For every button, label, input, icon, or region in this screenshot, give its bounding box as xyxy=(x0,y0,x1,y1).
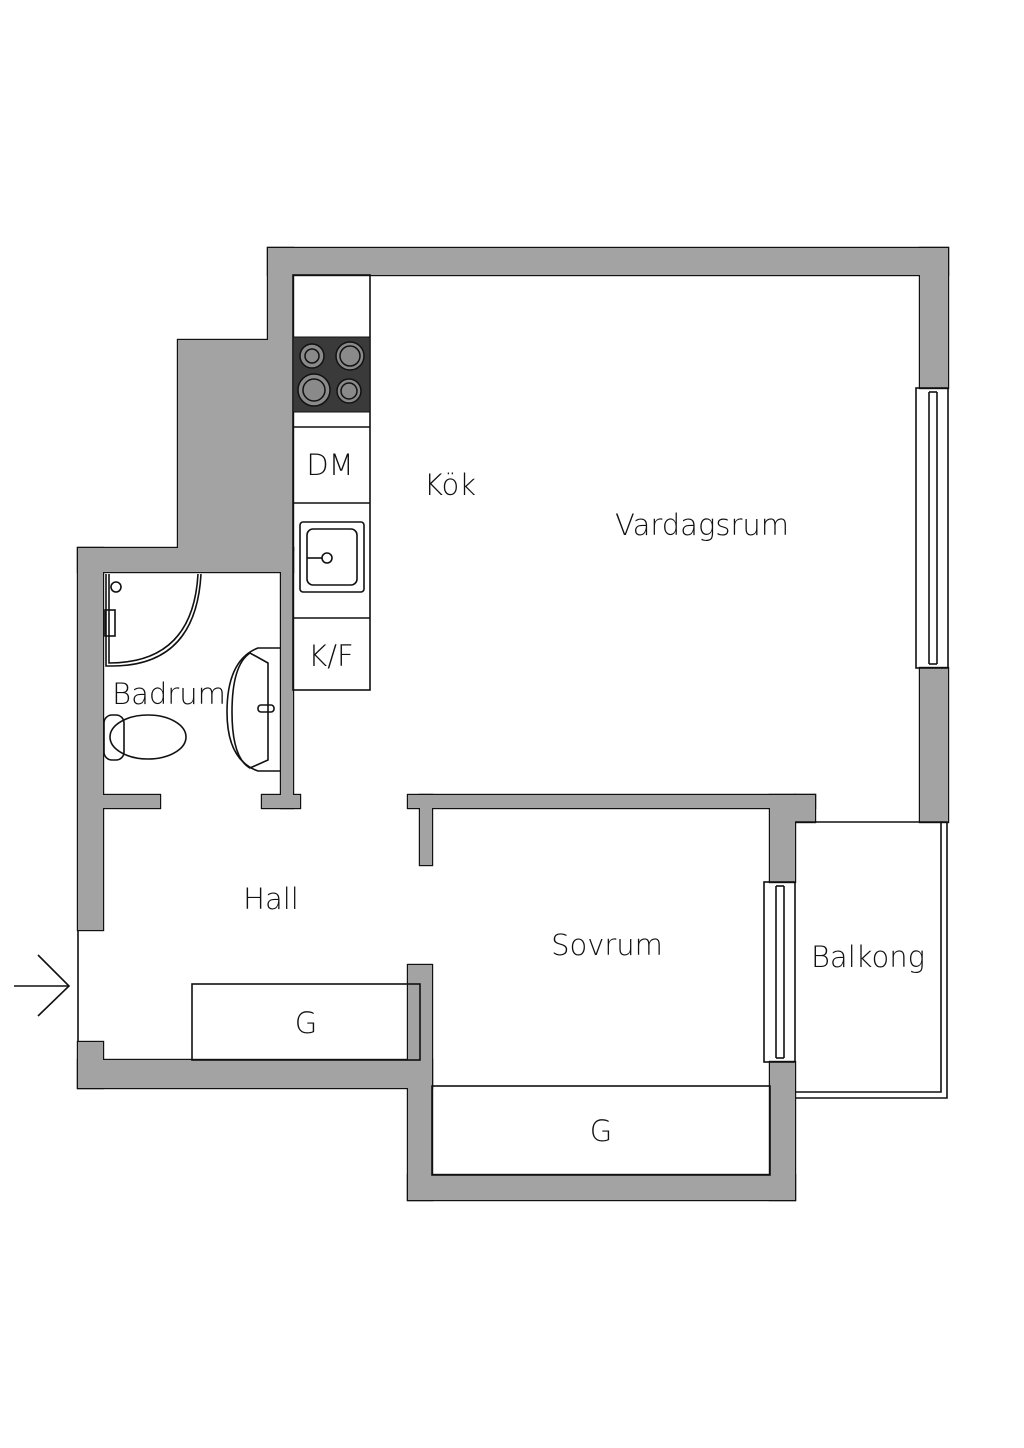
room-label-balkong: Balkong xyxy=(810,940,926,974)
room-label-hall: Hall xyxy=(243,882,299,916)
wardrobe-sovrum xyxy=(431,1085,771,1176)
toilet-icon xyxy=(103,714,187,761)
washbasin-icon xyxy=(226,647,281,772)
sink-icon xyxy=(299,521,365,593)
wardrobe-hall xyxy=(191,983,421,1061)
dishwasher-label: DM xyxy=(306,448,354,482)
kitchen-counter xyxy=(292,274,371,691)
entrance-arrow-icon xyxy=(14,954,71,1017)
room-label-badrum: Badrum xyxy=(112,677,226,711)
wardrobe-hall-label: G xyxy=(294,1006,318,1040)
room-label-kok: Kök xyxy=(423,468,477,502)
room-label-vardagsrum: Vardagsrum xyxy=(614,508,790,542)
window-vardagsrum xyxy=(915,387,949,669)
room-label-sovrum: Sovrum xyxy=(551,928,663,962)
shower-icon xyxy=(104,573,202,667)
wardrobe-sovrum-label: G xyxy=(589,1114,613,1148)
window-sovrum xyxy=(763,881,796,1063)
balcony xyxy=(795,821,948,1099)
fridge-freezer-label: K/F xyxy=(308,639,354,673)
